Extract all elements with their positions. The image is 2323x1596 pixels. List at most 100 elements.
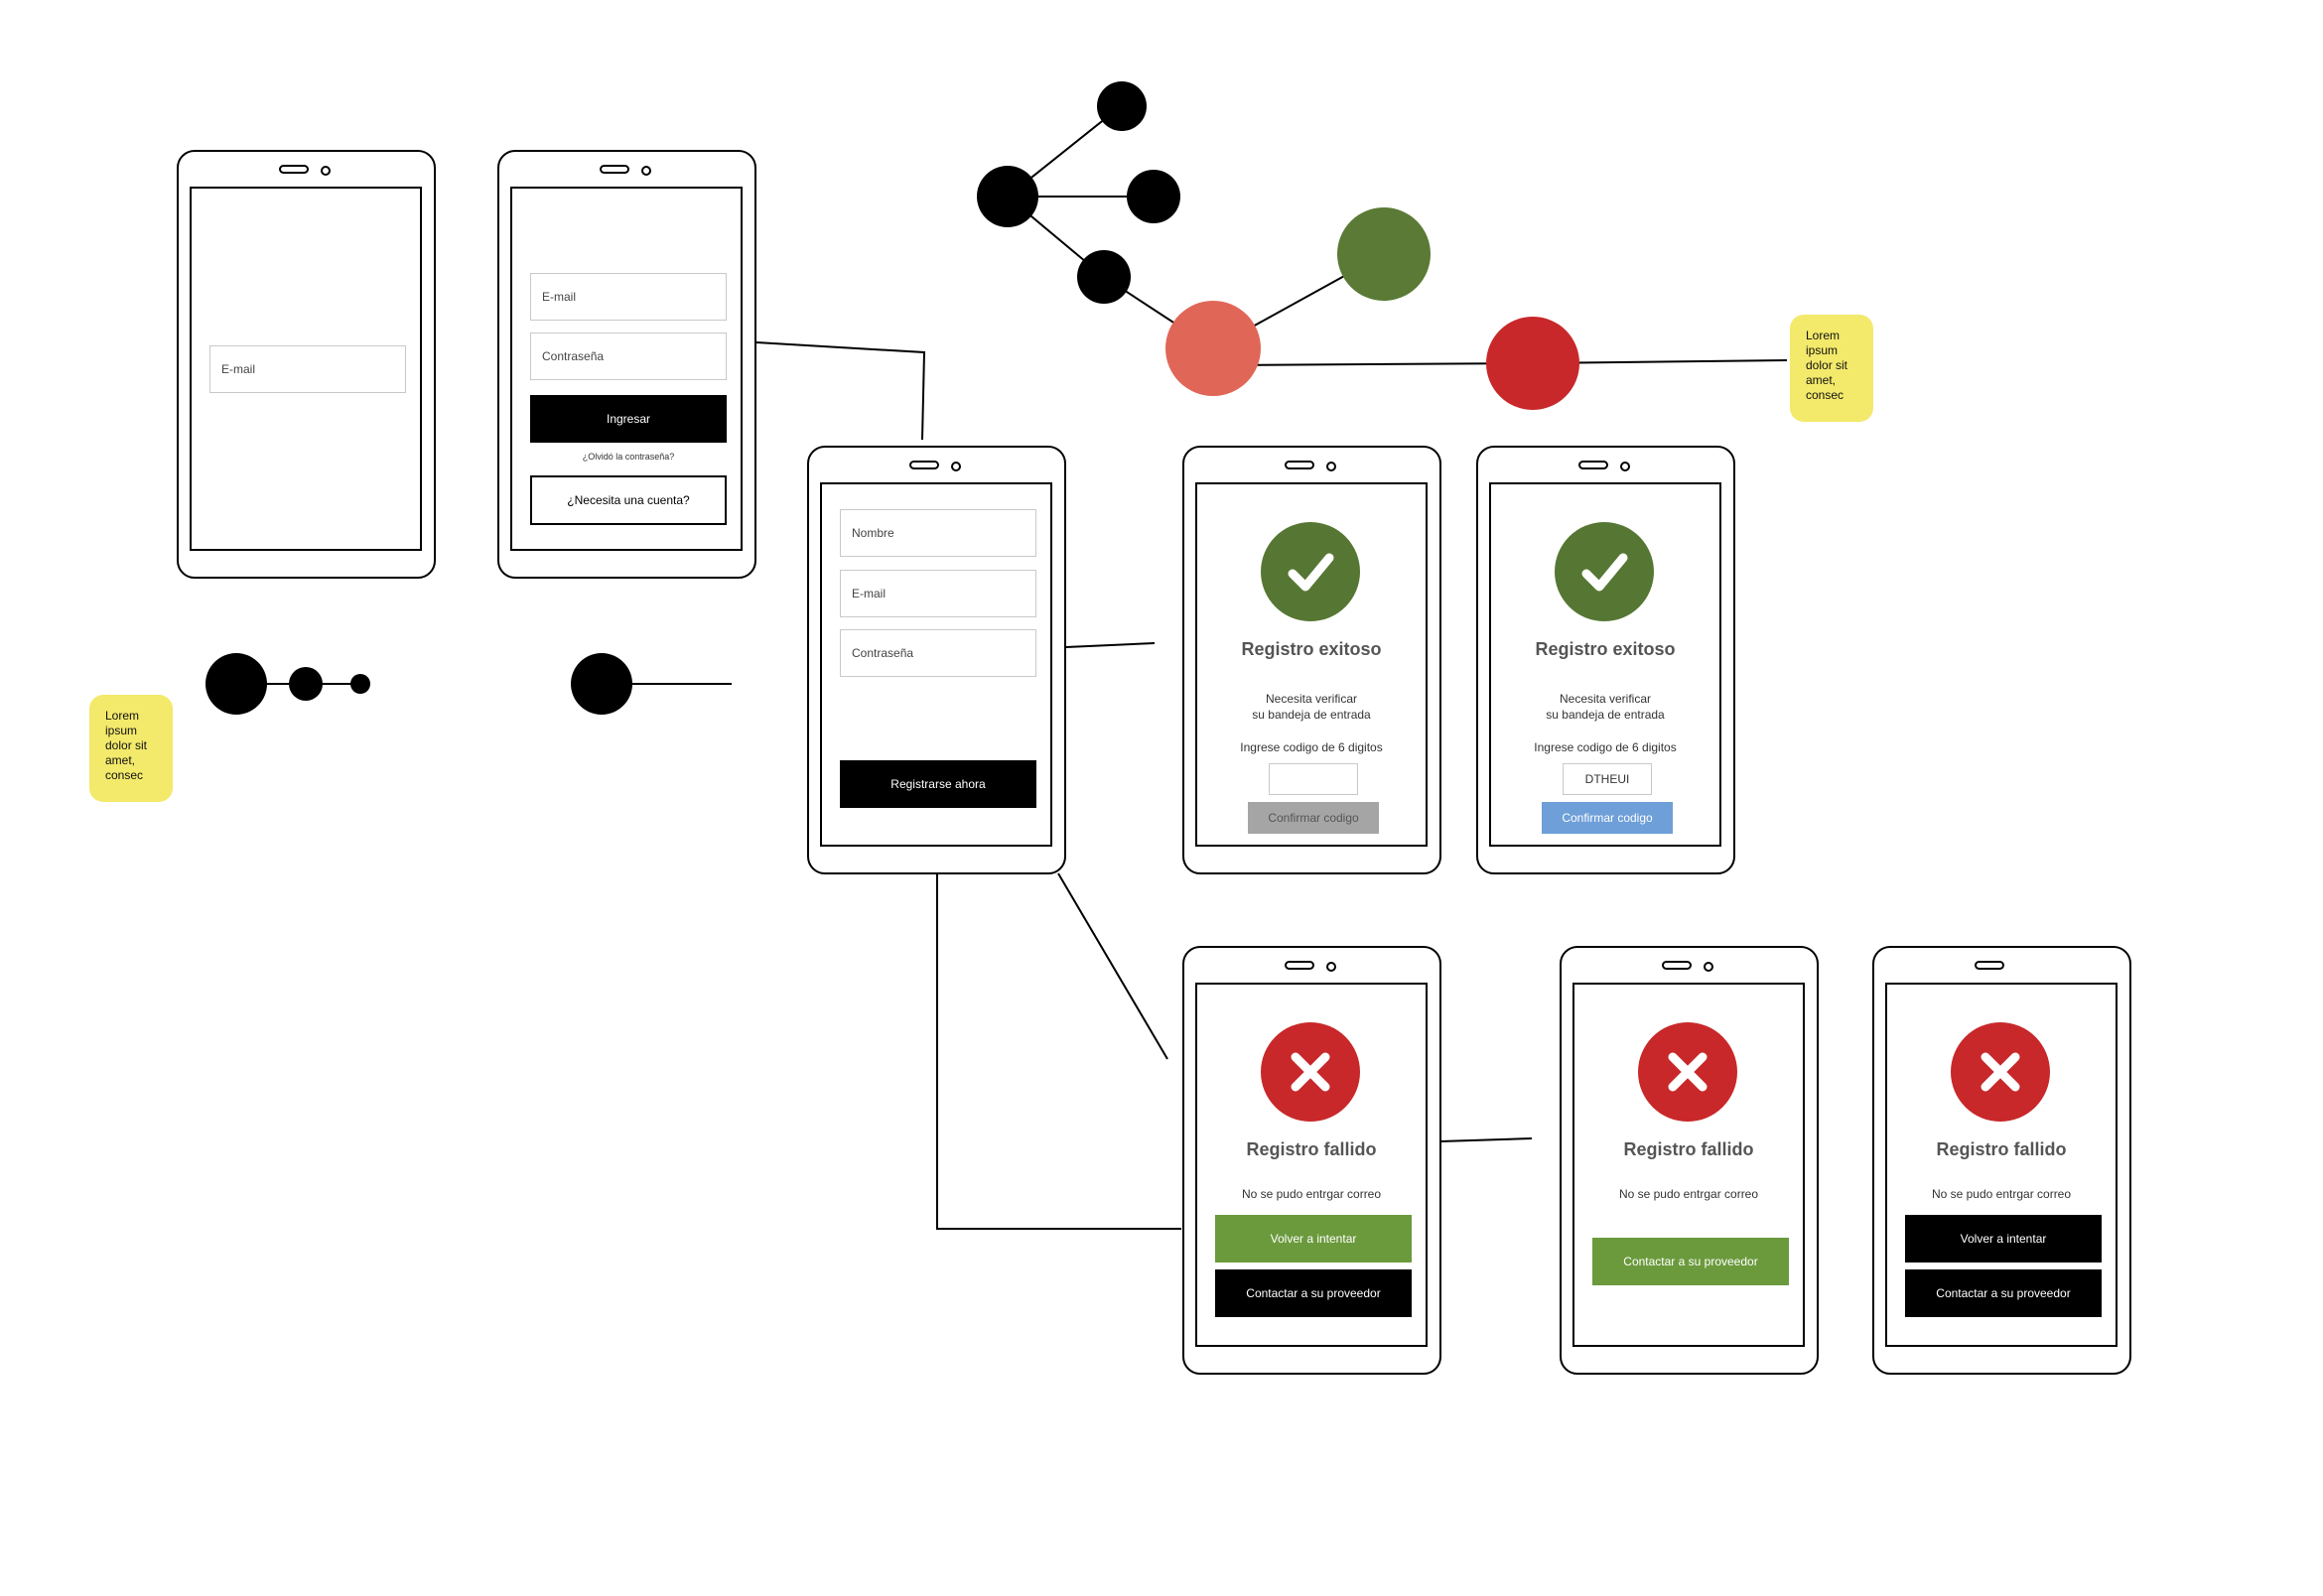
phone-screen: E-mail Contraseña Ingresar ¿Olvidó la co… [510,187,743,551]
sticky-note-right[interactable]: Lorem ipsum dolor sit amet, consec [1790,315,1873,422]
note-line: ipsum [1806,343,1839,357]
x-icon [1981,1052,2020,1092]
fail-circle [1951,1022,2050,1122]
status-title: Registro fallido [1936,1139,2067,1159]
name-field[interactable]: Nombre [840,509,1036,557]
phone-speaker [1578,461,1608,469]
status-title: Registro fallido [1623,1139,1754,1159]
x-icon [1291,1052,1330,1092]
connector-fail1-to-fail2 [1439,1137,1533,1142]
phone-speaker [600,165,629,174]
graph-node-top [1097,81,1147,131]
phone-screen: Registro exitoso Necesita verificar su b… [1489,482,1721,847]
phone-camera [951,462,961,471]
verify-text-line2: su bandeja de entrada [1546,708,1665,722]
phone-speaker [1285,461,1314,469]
phone-speaker [909,461,939,469]
graph-node-green [1337,207,1431,301]
phone-camera [1326,962,1336,972]
connector-login-to-signup [754,341,926,441]
forgot-password-link[interactable]: ¿Olvidó la contraseña? [582,452,675,462]
phone-fail-contact-only: Registro fallido No se pudo entrgar corr… [1560,946,1819,1375]
connector-signup-to-success [1065,642,1156,648]
x-icon [1668,1052,1708,1092]
register-button[interactable]: Registrarse ahora [840,760,1036,808]
phone-fail-two-actions: Registro fallido No se pudo entrgar corr… [1182,946,1441,1375]
note-line: dolor sit [105,738,148,752]
email-field[interactable]: E-mail [530,273,727,321]
sticky-note-left[interactable]: Lorem ipsum dolor sit amet, consec [89,695,173,802]
confirm-code-button[interactable]: Confirmar codigo [1248,802,1379,834]
phone-screen: Registro fallido No se pudo entrgar corr… [1885,983,2118,1347]
contact-provider-button[interactable]: Contactar a su proveedor [1215,1269,1412,1317]
error-message: No se pudo entrgar correo [1618,1187,1759,1201]
code-input[interactable]: DTHEUI [1563,763,1652,795]
note-line: dolor sit [1806,358,1848,372]
phone-login: E-mail Contraseña Ingresar ¿Olvidó la co… [497,150,756,579]
contact-provider-button[interactable]: Contactar a su proveedor [1905,1269,2102,1317]
graph-node-hub [977,166,1038,227]
phone-screen: E-mail [190,187,422,551]
phone-screen: Nombre E-mail Contraseña Registrarse aho… [820,482,1052,847]
status-title: Registro exitoso [1241,639,1382,659]
password-field[interactable]: Contraseña [530,332,727,380]
phone-screen: Registro fallido No se pudo entrgar corr… [1572,983,1805,1347]
status-title: Registro fallido [1246,1139,1377,1159]
dot-large [205,653,267,715]
password-field[interactable]: Contraseña [840,629,1036,677]
fail-circle [1638,1022,1737,1122]
note-line: Lorem [1806,329,1841,342]
phone-speaker [1285,961,1314,970]
note-line: amet, [105,753,136,767]
phone-email-screen: E-mail [177,150,436,579]
phone-camera [1704,962,1713,972]
contact-provider-button[interactable]: Contactar a su proveedor [1592,1238,1789,1285]
check-icon [1581,553,1628,592]
dot-small [350,674,370,694]
confirm-code-button[interactable]: Confirmar codigo [1542,802,1673,834]
code-prompt: Ingrese codigo de 6 digitos [1534,740,1677,754]
retry-button[interactable]: Volver a intentar [1215,1215,1412,1263]
phone-speaker [279,165,309,174]
note-line: Lorem [105,709,140,723]
note-line: consec [1806,388,1845,402]
phone-speaker [1662,961,1692,970]
phone-camera [641,166,651,176]
verify-text-line1: Necesita verificar [1559,692,1652,706]
phone-signup: Nombre E-mail Contraseña Registrarse aho… [807,446,1066,874]
phone-screen: Registro fallido No se pudo entrgar corr… [1195,983,1428,1347]
code-prompt: Ingrese codigo de 6 digitos [1240,740,1383,754]
graph-node-right [1127,170,1180,223]
check-icon [1288,553,1334,592]
phone-camera [1620,462,1630,471]
connector-signup-to-fail [1057,872,1168,1060]
verify-text-line2: su bandeja de entrada [1252,708,1371,722]
email-field[interactable]: E-mail [840,570,1036,617]
need-account-button[interactable]: ¿Necesita una cuenta? [530,475,727,525]
graph-node-red [1486,317,1579,410]
phone-camera [321,166,331,176]
graph-edge-6 [1212,362,1534,366]
login-button[interactable]: Ingresar [530,395,727,443]
code-input[interactable] [1269,763,1358,795]
success-circle [1261,522,1360,621]
dot-single [571,653,632,715]
success-circle [1555,522,1654,621]
error-message: No se pudo entrgar correo [1241,1187,1382,1201]
phone-speaker [1975,961,2004,970]
phone-fail-black-actions: Registro fallido No se pudo entrgar corr… [1872,946,2131,1375]
note-line: amet, [1806,373,1837,387]
note-line: ipsum [105,724,138,737]
phone-success-empty: Registro exitoso Necesita verificar su b… [1182,446,1441,874]
phone-success-filled: Registro exitoso Necesita verificar su b… [1476,446,1735,874]
graph-node-lower [1077,250,1131,304]
dot-medium [289,667,323,701]
retry-button[interactable]: Volver a intentar [1905,1215,2102,1263]
phone-camera [1326,462,1336,471]
verify-text-line1: Necesita verificar [1265,692,1358,706]
status-title: Registro exitoso [1535,639,1676,659]
note-line: consec [105,768,144,782]
email-field[interactable]: E-mail [209,345,406,393]
phone-screen: Registro exitoso Necesita verificar su b… [1195,482,1428,847]
